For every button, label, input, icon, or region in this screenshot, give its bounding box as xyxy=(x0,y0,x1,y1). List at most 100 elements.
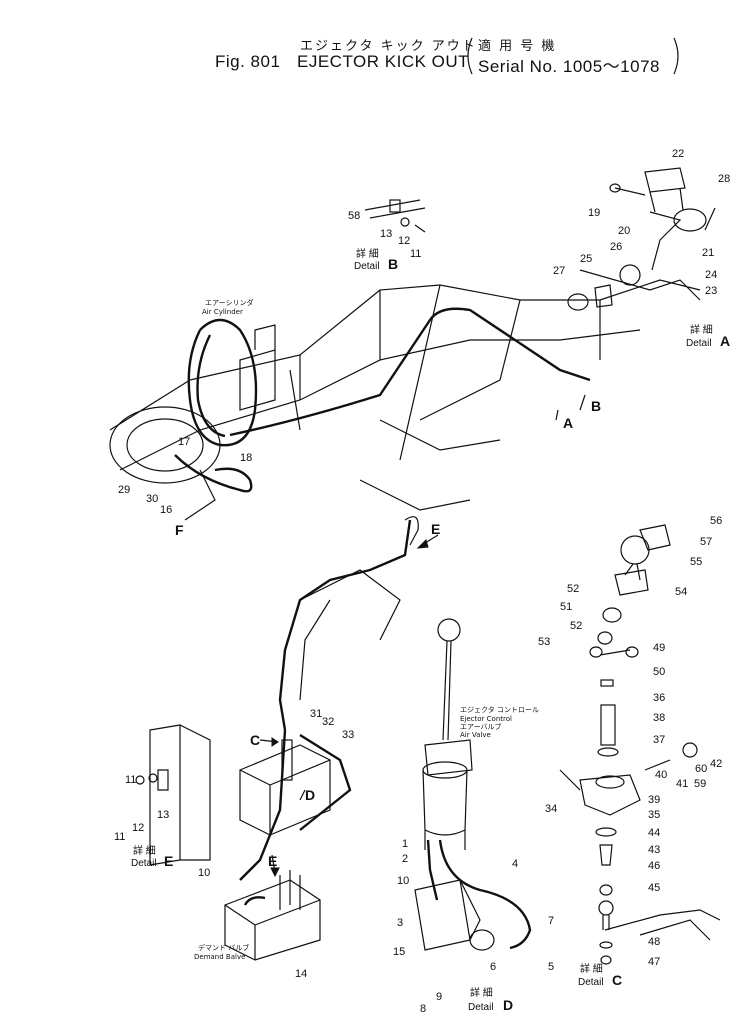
part-43: 43 xyxy=(648,844,660,856)
part-54: 54 xyxy=(675,586,687,598)
part-13-e: 13 xyxy=(157,809,169,821)
part-26: 26 xyxy=(610,241,622,253)
part-37: 37 xyxy=(653,734,665,746)
detail-a-en: Detail xyxy=(686,338,712,349)
part-11-b: 11 xyxy=(410,248,421,260)
part-56: 56 xyxy=(710,515,722,527)
detail-c-letter: C xyxy=(612,972,622,988)
part-52-top: 52 xyxy=(567,583,579,595)
part-11-e-top: 11 xyxy=(125,774,136,786)
part-31: 31 xyxy=(310,708,322,720)
detail-d-en: Detail xyxy=(468,1002,494,1013)
part-12-e: 12 xyxy=(132,822,144,834)
part-34: 34 xyxy=(545,803,557,815)
part-39: 39 xyxy=(648,794,660,806)
view-arrows xyxy=(259,394,586,878)
part-32: 32 xyxy=(322,716,334,728)
ejector-switch-drawing xyxy=(239,739,331,836)
part-53: 53 xyxy=(538,636,550,648)
part-45: 45 xyxy=(648,882,660,894)
detail-captions: 詳 細 Detail A 詳 細 Detail B 詳 細 Detail C 詳… xyxy=(131,247,730,1013)
part-number-labels: 22 28 19 20 21 26 25 27 24 23 58 13 12 1… xyxy=(114,148,730,1015)
part-35: 35 xyxy=(648,809,660,821)
part-52-bottom: 52 xyxy=(570,620,582,632)
air-hoses xyxy=(174,307,591,521)
figure-number: Fig. 801 xyxy=(215,52,281,71)
part-23: 23 xyxy=(705,285,717,297)
part-21: 21 xyxy=(702,247,714,259)
part-24: 24 xyxy=(705,269,717,281)
part-40: 40 xyxy=(655,769,667,781)
serial-range: Serial No. 1005～1078 xyxy=(478,57,661,76)
ejector-control-en1: Ejector Control xyxy=(460,715,512,723)
part-27: 27 xyxy=(553,265,565,277)
part-30: 30 xyxy=(146,493,158,505)
detail-a-drawing xyxy=(567,167,716,311)
view-letter-b: B xyxy=(591,398,601,414)
detail-e-drawing xyxy=(135,724,211,866)
part-49: 49 xyxy=(653,642,665,654)
part-20: 20 xyxy=(618,225,630,237)
part-50: 50 xyxy=(653,666,665,678)
part-10-right: 10 xyxy=(397,875,409,887)
detail-b-drawing xyxy=(364,199,426,233)
part-29: 29 xyxy=(118,484,130,496)
part-22: 22 xyxy=(672,148,684,160)
figure-title: EJECTOR KICK OUT xyxy=(297,52,470,71)
bracket-right xyxy=(673,37,679,75)
detail-b-en: Detail xyxy=(354,261,380,272)
serial-japanese: 適 用 号 機 xyxy=(478,39,557,54)
part-15: 15 xyxy=(393,946,405,958)
part-59: 59 xyxy=(694,778,706,790)
detail-e-en: Detail xyxy=(131,858,157,869)
part-16: 16 xyxy=(160,504,172,516)
air-cylinder-en: Air Cylinder xyxy=(202,308,243,316)
air-cylinder-jp: エアーシリンダ xyxy=(205,298,253,307)
view-letter-d: D xyxy=(305,787,315,803)
part-18: 18 xyxy=(240,452,252,464)
part-41: 41 xyxy=(676,778,688,790)
detail-a-jp: 詳 細 xyxy=(690,323,713,336)
machine-frame xyxy=(109,279,701,511)
part-55: 55 xyxy=(690,556,702,568)
part-5: 5 xyxy=(548,961,554,973)
part-14: 14 xyxy=(295,968,307,980)
view-letter-f: F xyxy=(175,522,184,538)
control-valve-drawing xyxy=(414,618,532,951)
part-4: 4 xyxy=(512,858,518,870)
part-1: 1 xyxy=(402,838,408,850)
part-51: 51 xyxy=(560,601,572,613)
part-2: 2 xyxy=(402,853,408,865)
detail-e-letter: E xyxy=(164,853,173,869)
part-13-b: 13 xyxy=(380,228,392,240)
part-42: 42 xyxy=(710,758,722,770)
ejector-control-jp2: エアーバルブ xyxy=(460,722,502,731)
part-48: 48 xyxy=(648,936,660,948)
detail-b-jp: 詳 細 xyxy=(356,247,379,260)
detail-a-letter: A xyxy=(720,333,730,349)
view-letter-labels: A B C D E E F xyxy=(175,398,601,869)
lower-hose-route xyxy=(239,516,419,881)
view-letter-e-pipe: E xyxy=(431,521,440,537)
part-25: 25 xyxy=(580,253,592,265)
view-letter-a: A xyxy=(563,415,573,431)
detail-c-drawing xyxy=(559,524,721,965)
part-11-e: 11 xyxy=(114,831,125,843)
part-46: 46 xyxy=(648,860,660,872)
detail-e-jp: 詳 細 xyxy=(133,844,156,857)
detail-d-letter: D xyxy=(503,997,513,1013)
detail-c-en: Detail xyxy=(578,977,604,988)
detail-d-jp: 詳 細 xyxy=(470,986,493,999)
view-letter-c: C xyxy=(250,732,260,748)
part-8: 8 xyxy=(420,1003,426,1015)
part-12-b: 12 xyxy=(398,235,410,247)
part-60: 60 xyxy=(695,763,707,775)
bracket-left xyxy=(467,37,473,75)
part-7: 7 xyxy=(548,915,554,927)
view-letter-e: E xyxy=(268,853,277,869)
detail-b-letter: B xyxy=(388,256,398,272)
part-57: 57 xyxy=(700,536,712,548)
part-44: 44 xyxy=(648,827,660,839)
part-47: 47 xyxy=(648,956,660,968)
